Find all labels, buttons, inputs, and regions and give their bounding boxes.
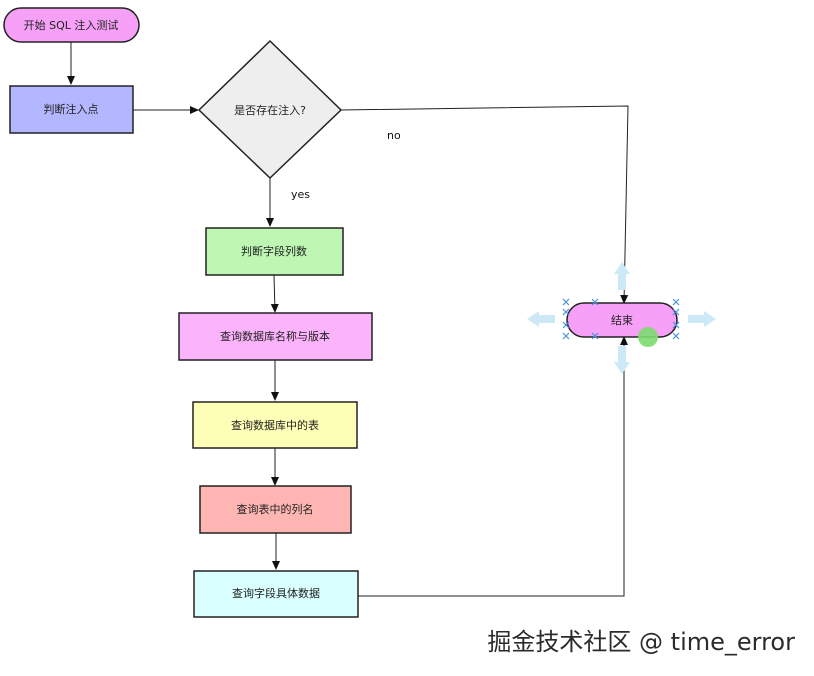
handle-bl[interactable] <box>562 332 570 340</box>
hint-arrow-right[interactable] <box>688 311 716 327</box>
node-judge-point-label: 判断注入点 <box>44 102 99 116</box>
hint-arrow-up[interactable] <box>614 262 630 290</box>
node-tables-label: 查询数据库中的表 <box>231 418 319 432</box>
node-db-name-label: 查询数据库名称与版本 <box>220 329 330 343</box>
handle-ml[interactable] <box>562 308 570 316</box>
edge-data-to-end <box>358 336 628 597</box>
node-end[interactable]: 结束 <box>566 302 678 338</box>
watermark-text: 掘金技术社区 @ time_error <box>487 628 795 656</box>
node-judge-point[interactable]: 判断注入点 <box>9 85 134 134</box>
edge-label-no: no <box>387 129 401 142</box>
node-decision[interactable]: 是否存在注入? <box>197 39 343 180</box>
handle-br[interactable] <box>672 332 680 340</box>
node-start[interactable]: 开始 SQL 注入测试 <box>3 7 140 43</box>
node-data-label: 查询字段具体数据 <box>232 586 320 600</box>
node-tables[interactable]: 查询数据库中的表 <box>192 401 358 449</box>
edges <box>67 42 629 597</box>
handle-mr[interactable] <box>672 308 680 316</box>
node-db-name[interactable]: 查询数据库名称与版本 <box>178 312 373 361</box>
node-decision-label: 是否存在注入? <box>234 103 306 117</box>
node-columns[interactable]: 查询表中的列名 <box>199 485 352 534</box>
node-col-count[interactable]: 判断字段列数 <box>205 227 344 276</box>
connection-hint-arrows[interactable] <box>527 262 716 374</box>
selection-handles[interactable] <box>562 298 680 340</box>
node-col-count-label: 判断字段列数 <box>241 244 307 258</box>
edge-decision-no <box>340 105 629 304</box>
node-data[interactable]: 查询字段具体数据 <box>193 570 359 618</box>
connect-handle[interactable] <box>638 327 658 347</box>
handle-ml2[interactable] <box>562 321 570 329</box>
handle-tl[interactable] <box>562 298 570 306</box>
node-columns-label: 查询表中的列名 <box>237 502 314 516</box>
hint-arrow-down[interactable] <box>614 346 630 374</box>
handle-tr[interactable] <box>672 298 680 306</box>
node-end-label: 结束 <box>611 314 633 327</box>
handle-bm[interactable] <box>591 332 599 340</box>
node-start-label: 开始 SQL 注入测试 <box>24 18 119 32</box>
hint-arrow-left[interactable] <box>527 311 555 327</box>
handle-mr2[interactable] <box>672 321 680 329</box>
edge-colcount-to-dbname <box>270 274 279 313</box>
handle-tm[interactable] <box>591 298 599 306</box>
edge-label-yes: yes <box>291 188 310 201</box>
